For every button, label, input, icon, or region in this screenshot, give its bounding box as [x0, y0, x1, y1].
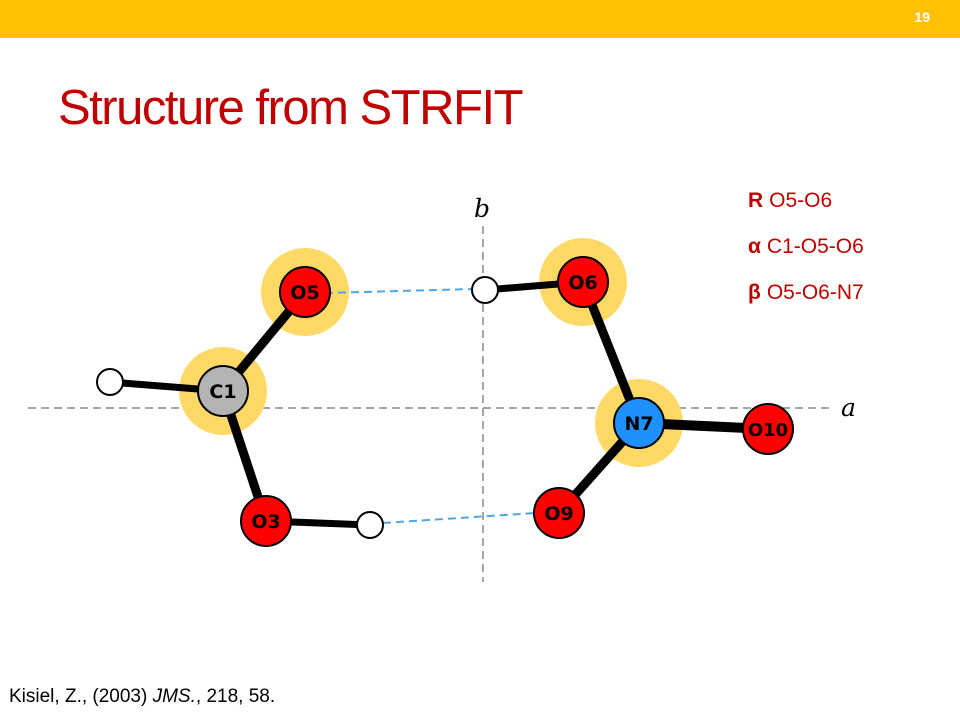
slide-number: 19: [914, 9, 930, 25]
citation: Kisiel, Z., (2003) JMS., 218, 58.: [9, 686, 275, 708]
atom-o6: [557, 256, 609, 308]
b-axis-label: b: [474, 194, 490, 223]
atom-o3: [240, 495, 292, 547]
hydrogen-o3: [356, 511, 384, 539]
legend-text-beta: O5-O6-N7: [766, 281, 864, 304]
hydrogens: [96, 276, 499, 539]
slide-title: Structure from STRFIT: [58, 81, 524, 135]
label-n7: N7: [624, 413, 653, 435]
legend-text-alpha: C1-O5-O6: [766, 235, 864, 258]
hbond-o5-h: [324, 288, 475, 294]
hydrogen-o6: [471, 276, 499, 304]
a-axis-label: a: [841, 393, 856, 422]
atom-o5: [279, 266, 331, 318]
label-o3: O3: [251, 511, 280, 533]
atom-o9: [533, 487, 585, 539]
atom-labels: O5 C1 O3 O6 N7 O9 O10: [209, 272, 788, 533]
hydrogen-c1: [96, 368, 124, 396]
heavy-atoms: [197, 256, 794, 547]
citation-journal: JMS.: [152, 686, 196, 707]
label-o5: O5: [290, 282, 319, 304]
label-c1: C1: [209, 381, 236, 403]
hbond-h-o9: [382, 512, 536, 524]
atom-o10: [742, 403, 794, 455]
legend-text-r: O5-O6: [769, 189, 833, 212]
legend-symbol-r: R: [748, 189, 764, 212]
atom-n7: [613, 397, 665, 449]
label-o10: O10: [748, 420, 788, 441]
label-o9: O9: [544, 503, 573, 525]
atom-c1: [197, 365, 249, 417]
label-o6: O6: [568, 272, 597, 294]
citation-details: , 218, 58.: [195, 686, 276, 707]
header-bar: 19: [0, 0, 960, 38]
legend-symbol-beta: β: [748, 281, 761, 304]
legend-symbol-alpha: α: [748, 235, 761, 258]
citation-authors: Kisiel, Z., (2003): [9, 686, 153, 707]
